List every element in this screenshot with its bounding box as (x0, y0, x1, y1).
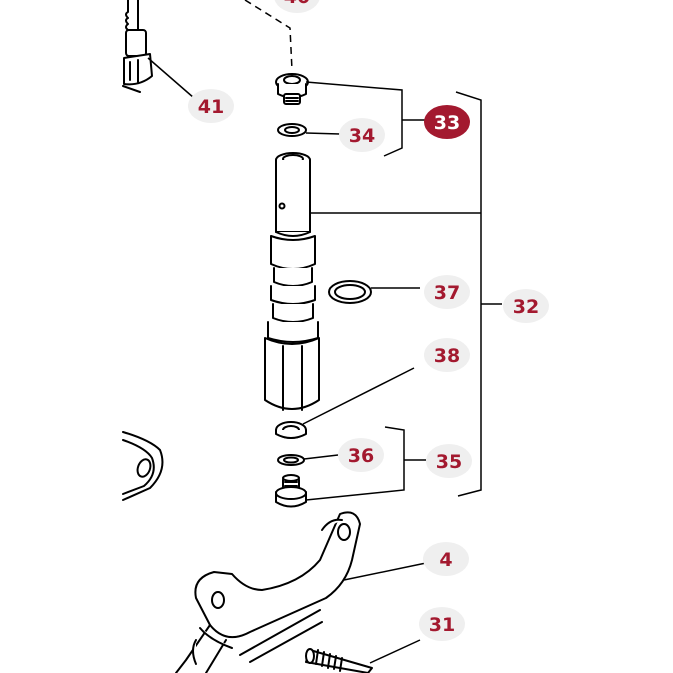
part-35-screw-bottom[interactable] (275, 474, 307, 508)
part-36-washer[interactable] (277, 454, 305, 466)
part-4-bracket[interactable] (175, 511, 361, 673)
bracket-33 (305, 81, 403, 157)
callout-36[interactable]: 36 (338, 438, 384, 472)
callout-33-selected[interactable]: 33 (424, 105, 470, 139)
callout-label: 35 (436, 451, 462, 473)
leader-31 (369, 639, 421, 664)
callout-label: 40 (284, 0, 310, 8)
callout-label: 37 (434, 282, 460, 304)
leader-34 (305, 132, 341, 135)
part-33-screw-top[interactable] (275, 73, 309, 105)
callout-label: 31 (429, 614, 455, 636)
callout-35[interactable]: 35 (426, 444, 472, 478)
callout-4[interactable]: 4 (423, 542, 469, 576)
part-38-washer[interactable] (275, 421, 307, 439)
callout-31[interactable]: 31 (419, 607, 465, 641)
callout-label: 41 (198, 96, 224, 118)
callout-32[interactable]: 32 (503, 289, 549, 323)
dashed-leader-40 (244, 0, 293, 71)
callout-label: 33 (434, 112, 460, 134)
callout-label: 32 (513, 296, 539, 318)
callout-label: 38 (434, 345, 460, 367)
part-37-oring[interactable] (328, 280, 372, 304)
bracket-left-partial (122, 431, 164, 501)
callout-41[interactable]: 41 (188, 89, 234, 123)
callout-label: 4 (439, 549, 452, 571)
leader-41 (147, 57, 195, 99)
callout-label: 34 (349, 125, 375, 147)
part-31-stud[interactable] (305, 648, 373, 673)
callout-37[interactable]: 37 (424, 275, 470, 309)
part-34-washer[interactable] (277, 123, 307, 137)
callout-34[interactable]: 34 (339, 118, 385, 152)
callout-label: 36 (348, 445, 374, 467)
leader-36 (303, 454, 339, 460)
part-41-fitting[interactable] (122, 0, 153, 93)
leader-4 (343, 562, 427, 581)
part-32-injector-body[interactable] (264, 152, 320, 411)
bracket-32 (455, 91, 482, 497)
callout-38[interactable]: 38 (424, 338, 470, 372)
leader-38 (302, 367, 415, 425)
callout-40[interactable]: 40 (274, 0, 320, 13)
